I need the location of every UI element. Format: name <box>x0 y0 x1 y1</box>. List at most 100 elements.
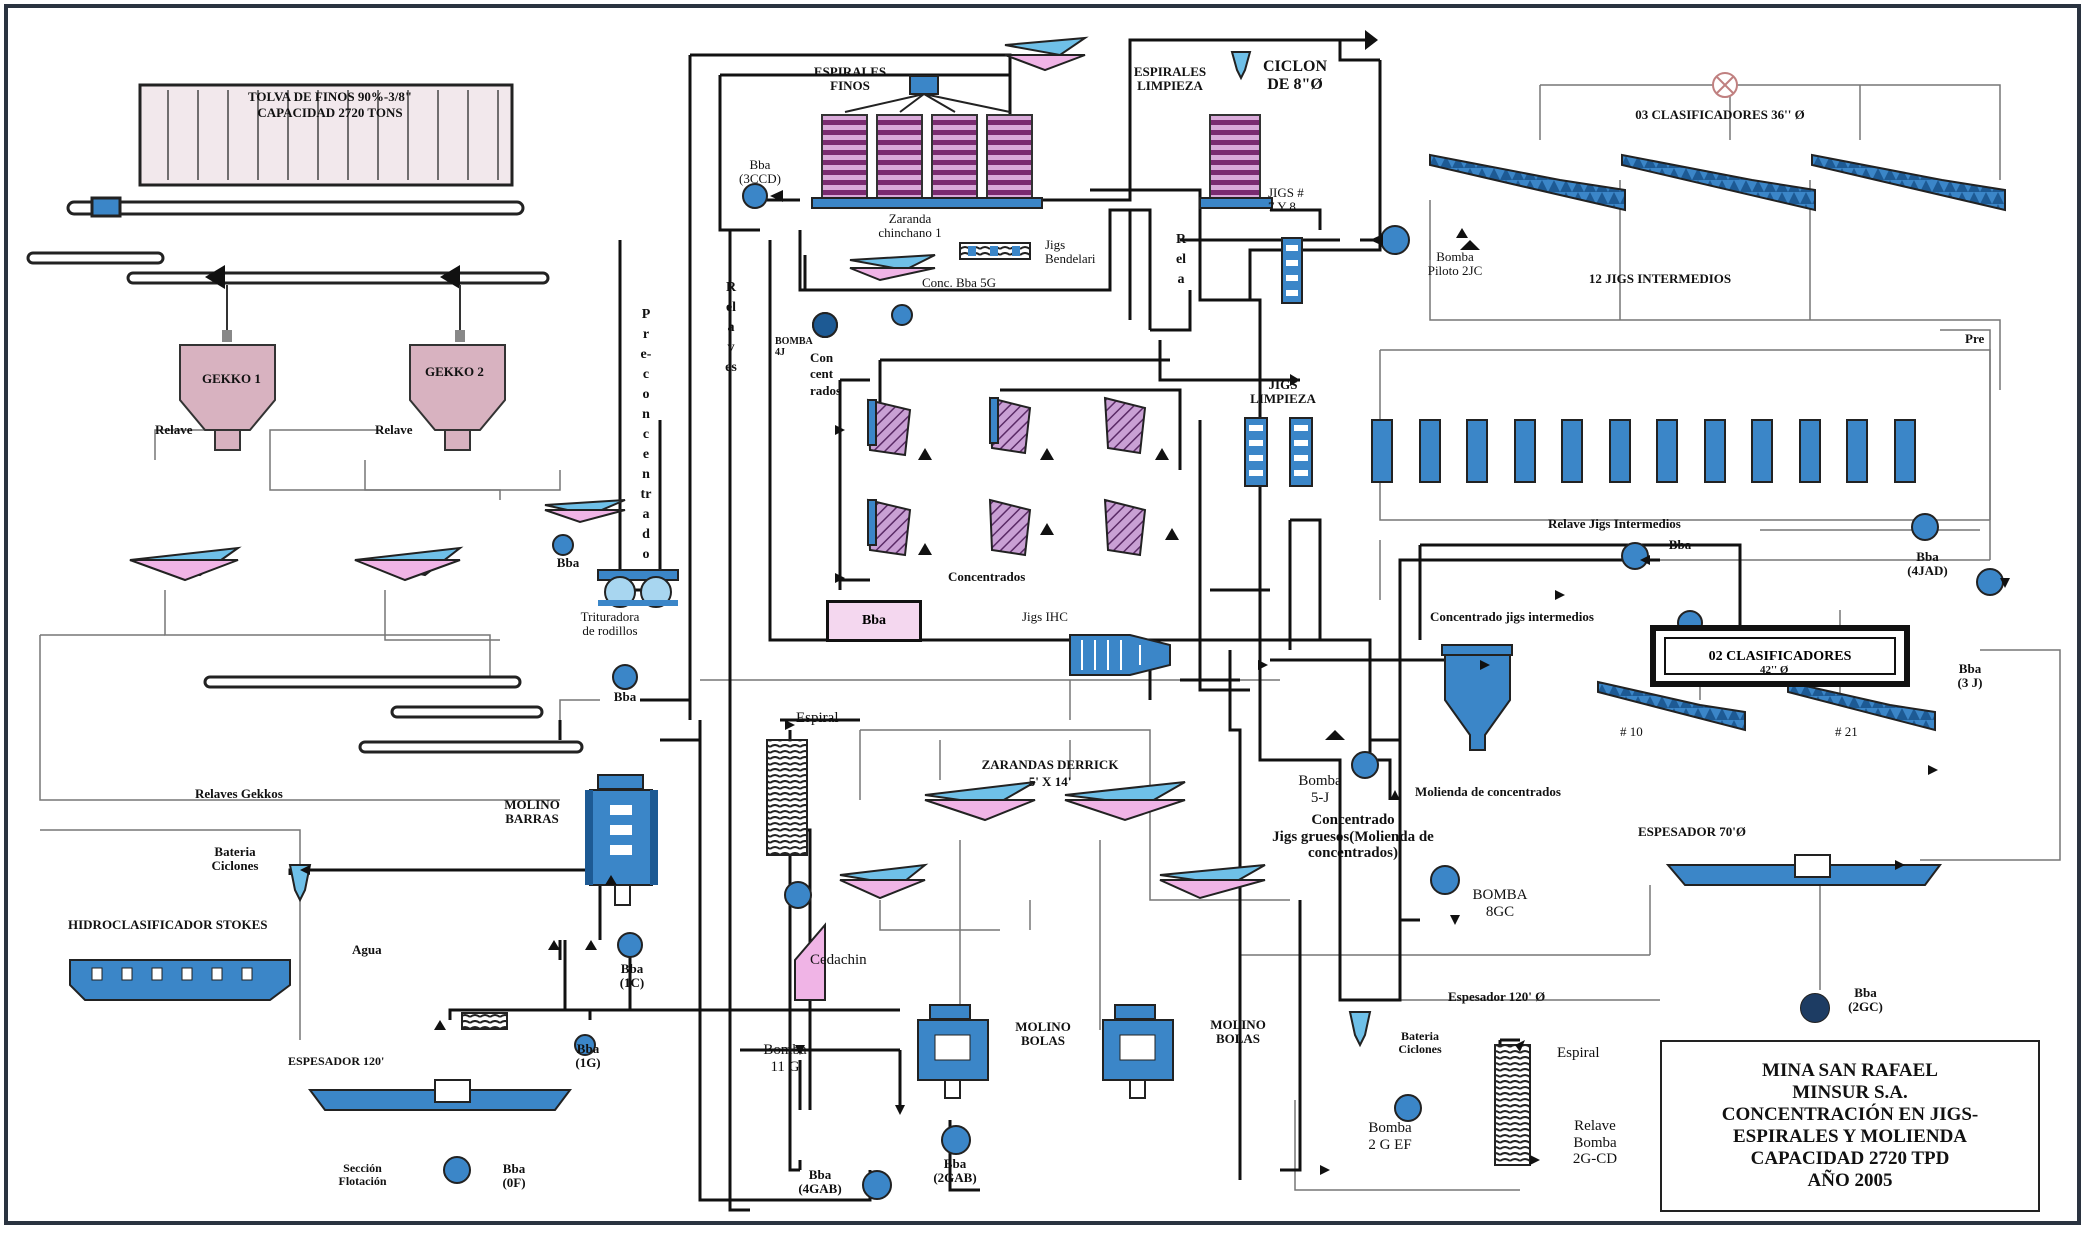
title-line-5: CAPACIDAD 2720 TPD <box>1751 1148 1950 1170</box>
gekko-1-tank <box>180 330 275 450</box>
seccion-flotacion-label: Sección Flotación <box>325 1162 400 1190</box>
espesador-70-label: ESPESADOR 70'Ø <box>1638 825 1746 839</box>
bba-4gab-label: Bba (4GAB) <box>795 1168 845 1196</box>
bba-2gc-right-label: Bba (2GC) <box>1843 986 1888 1014</box>
gekko-feed-lines <box>227 285 460 330</box>
clasificador-10-label: # 10 <box>1620 725 1643 739</box>
gekko-1-label: GEKKO 1 <box>202 372 261 386</box>
bba-box: Bba <box>826 600 922 642</box>
relaves-gekkos-label: Relaves Gekkos <box>195 787 283 801</box>
espiral-unit <box>767 740 807 855</box>
bba-3ccd-label: Bba (3CCD) <box>735 158 785 186</box>
jigs-intermedios-bank <box>1372 420 1915 482</box>
jigs-7y8-label: JIGS # 7 Y 8 <box>1268 186 1304 215</box>
espirales-limpieza-unit <box>1200 115 1272 208</box>
relave-jigs-intermedios-label: Relave Jigs Intermedios <box>1548 517 1681 531</box>
espiral-label: Espiral <box>796 710 839 727</box>
concentrados-side-label: Con cent rados <box>810 350 841 399</box>
jigs-limpieza-unit <box>1245 418 1312 486</box>
bomba-4j-icon <box>813 313 837 337</box>
tolva-label: TOLVA DE FINOS 90%-3/8" <box>200 90 460 104</box>
bomba-8gc-label: BOMBA 8GC <box>1465 887 1535 920</box>
bateria-ciclones-2-label: Bateria Ciclones <box>1385 1030 1455 1056</box>
molino-bolas-1-unit <box>918 1005 988 1098</box>
jigs-concentrados-bank <box>868 398 1145 555</box>
rela-vertical-label: Rela <box>1175 230 1187 290</box>
bba-hidro-label: Bba (1C) <box>612 962 652 990</box>
bba-4jad-label: Bba (4JAD) <box>1905 550 1950 578</box>
bba-3jb-label: Bba (3 J) <box>1950 662 1990 690</box>
conveyors <box>28 198 582 752</box>
bomba-11g-label: Bomba 11 G <box>760 1042 810 1075</box>
clasificadores-02-label: 02 CLASIFICADORES <box>1709 639 1852 665</box>
espesador-120-left-label: ESPESADOR 120' <box>288 1055 384 1069</box>
bateria-ciclones-label: Bateria Ciclones <box>200 845 270 874</box>
bba-2gab-label: Bba (2GAB) <box>930 1157 980 1185</box>
espiral-2-unit <box>1495 1045 1530 1165</box>
bomba-4j-label: BOMBA 4J <box>775 336 813 358</box>
molienda-concentrados-label: Molienda de concentrados <box>1415 785 1561 799</box>
espirales-finos-label: ESPIRALES FINOS <box>790 65 910 94</box>
clasificadores-02 <box>1598 682 1935 730</box>
jigs-limpieza-label: JIGS LIMPIEZA <box>1248 378 1318 407</box>
espirales-limpieza-label: ESPIRALES LIMPIEZA <box>1115 65 1225 94</box>
relaves-vertical-label: Relaves <box>725 278 737 378</box>
bba-left-bottom-label: Bba (1G) <box>568 1042 608 1070</box>
zaranda-chinchano-label: Zaranda chinchano 1 <box>850 212 970 241</box>
conc-bba-5g-label: Conc. Bba 5G <box>922 276 996 290</box>
gekko-2-tank <box>410 330 505 450</box>
bomba-piloto-label: Bomba Piloto 2JC <box>1410 250 1500 279</box>
jigs-ihc-unit <box>1070 635 1170 675</box>
gekko-2-label: GEKKO 2 <box>425 365 484 379</box>
jigs-intermedios-label: 12 JIGS INTERMEDIOS <box>1560 272 1760 286</box>
molienda-concentrados-cone <box>1442 645 1512 750</box>
jigs-bendelari-label: Jigs Bendelari <box>1045 238 1096 267</box>
ciclon-8-unit <box>1232 52 1250 78</box>
espesador-120-left <box>310 1080 570 1110</box>
jigs-ihc-label: Jigs IHC <box>1022 610 1068 624</box>
title-line-4: ESPIRALES Y MOLIENDA <box>1733 1126 1967 1148</box>
pre-label: Pre <box>1965 332 1984 346</box>
feeder-unit <box>462 1013 507 1029</box>
relave-1-label: Relave <box>155 423 193 437</box>
cedachin-label: Cedachin <box>810 952 867 969</box>
ciclon-8-label: CICLON DE 8"Ø <box>1255 58 1335 93</box>
jigs-bendelari-unit <box>960 243 1030 259</box>
molino-bolas-2-label: MOLINO BOLAS <box>1198 1018 1278 1048</box>
concentrados-label: Concentrados <box>948 570 1025 584</box>
relave-2-label: Relave <box>375 423 413 437</box>
molino-bolas-1-label: MOLINO BOLAS <box>1003 1020 1083 1050</box>
bba-small-label: Bba <box>548 556 588 572</box>
molino-barras-unit <box>585 775 658 905</box>
title-line-6: AÑO 2005 <box>1808 1170 1893 1192</box>
preconcentrado-vertical-label: Pre-concentrado <box>640 305 652 565</box>
clasificadores-03-label: 03 CLASIFICADORES 36'' Ø <box>1600 108 1840 122</box>
concentrado-jigs-intermedios-label: Concentrado jigs intermedios <box>1430 610 1594 624</box>
espesador-70 <box>1668 855 1940 885</box>
bba-box-label: Bba <box>829 613 919 629</box>
title-block: MINA SAN RAFAEL MINSUR S.A. CONCENTRACIÓ… <box>1660 1040 2040 1212</box>
hidroclasificador-unit <box>70 960 290 1000</box>
concentrado-jigs-gruesos-label: Concentrado Jigs gruesos(Molienda de con… <box>1258 812 1448 862</box>
hidroclasificador-label: HIDROCLASIFICADOR STOKES <box>68 918 268 932</box>
bomba-5j-label: Bomba 5-J <box>1290 773 1350 806</box>
bba-trit-label: Bba (2JC) <box>605 690 645 706</box>
tolva-capacity-label: CAPACIDAD 2720 TONS <box>200 106 460 120</box>
zarandas-derrick-label: ZARANDAS DERRICK <box>960 758 1140 772</box>
title-line-2: MINSUR S.A. <box>1792 1082 1908 1104</box>
bba-right-top-label: Bba <box>1660 538 1700 554</box>
clasificadores-02-size-label: 42'' Ø <box>1760 664 1788 676</box>
zarandas-size-label: 5' X 14' <box>960 775 1140 789</box>
molino-bolas-2-unit <box>1103 1005 1173 1098</box>
trituradora-label: Trituradora de rodillos <box>555 610 665 639</box>
title-line-1: MINA SAN RAFAEL <box>1762 1060 1938 1082</box>
clasificadores-02-frame: 02 CLASIFICADORES <box>1650 625 1910 687</box>
clasificadores-03 <box>1430 155 2005 210</box>
espesador-120-right-label: Espesador 120' Ø <box>1448 990 1545 1004</box>
flow-arrows <box>300 30 2010 1175</box>
clasificador-21-label: # 21 <box>1835 725 1858 739</box>
relave-bomba-label: Relave Bomba 2G-CD <box>1560 1118 1630 1168</box>
jigs-7y8-unit <box>1282 238 1302 303</box>
espiral-2-label: Espiral <box>1557 1045 1600 1062</box>
bba-0f-label: Bba (0F) <box>494 1162 534 1190</box>
